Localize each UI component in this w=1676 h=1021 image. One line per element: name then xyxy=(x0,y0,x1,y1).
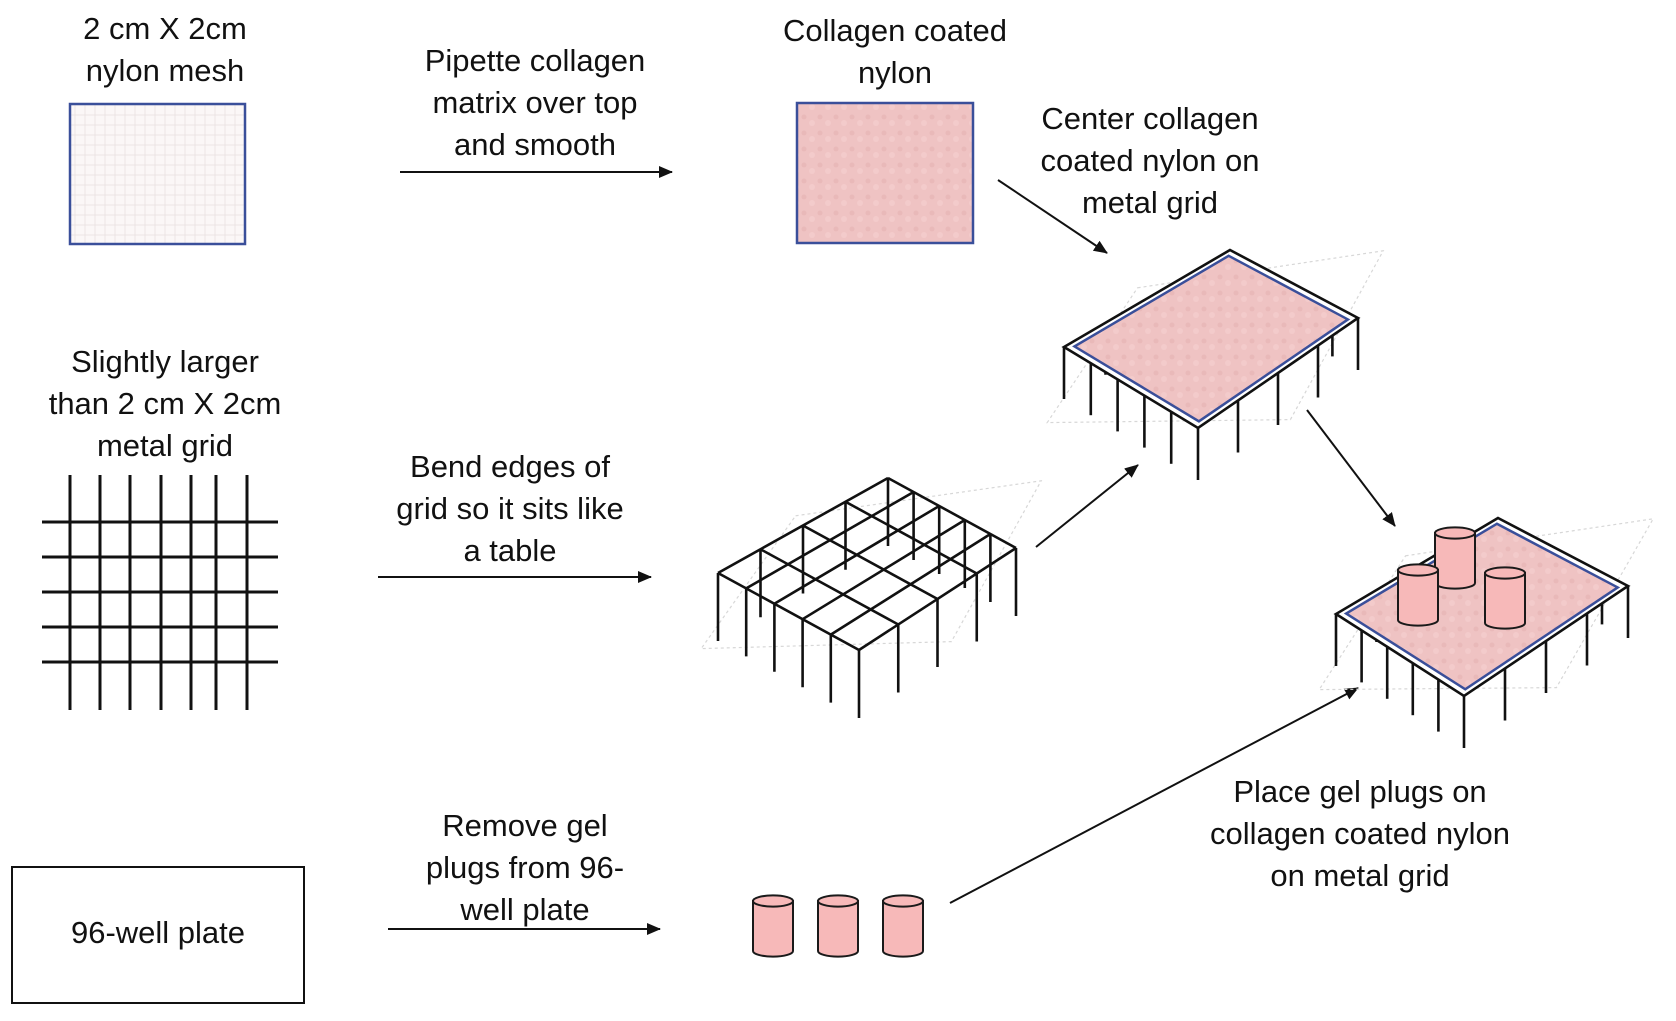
place-step-label: Place gel plugs on collagen coated nylon… xyxy=(1210,774,1510,893)
collagen-coated-label: Collagen coated nylon xyxy=(782,13,1008,90)
bent-grid-table xyxy=(700,476,1043,718)
center-step-label: Center collagen coated nylon on metal gr… xyxy=(1040,101,1260,220)
gel-plug-icon xyxy=(882,894,924,958)
nylon-mesh-square xyxy=(68,102,247,246)
gel-plug-icon xyxy=(817,894,859,958)
plugs-on-collagen-grid xyxy=(1318,516,1655,748)
bend-step-label: Bend edges of grid so it sits like a tab… xyxy=(396,449,624,568)
grid-bar xyxy=(759,548,899,626)
grid-bar xyxy=(717,571,860,652)
collagen-coated-nylon-square xyxy=(795,101,975,245)
nylon-mesh-label: 2 cm X 2cm nylon mesh xyxy=(83,11,247,88)
arrow-icon xyxy=(1035,464,1139,548)
collagen-sheet xyxy=(1343,522,1621,691)
collagen-on-grid xyxy=(1046,248,1385,480)
grid-bar xyxy=(844,500,978,575)
gel-plug-icon xyxy=(752,894,794,958)
arrow-icon xyxy=(1306,409,1396,527)
gel-plug-icon xyxy=(1397,563,1439,627)
collagen-sheet xyxy=(1072,254,1351,423)
gel-plugs-row xyxy=(752,894,924,958)
remove-step-label: Remove gel plugs from 96- well plate xyxy=(425,808,625,927)
metal-grid-label: Slightly larger than 2 cm X 2cm metal gr… xyxy=(48,344,282,463)
flat-metal-grid xyxy=(42,475,278,710)
grid-bar xyxy=(802,524,939,601)
gel-plug-icon xyxy=(1484,566,1526,630)
grid-bar xyxy=(887,476,1017,550)
well-plate-label: 96-well plate xyxy=(70,915,246,950)
well-plate-box: 96-well plate xyxy=(11,866,305,1004)
pipette-step-label: Pipette collagen matrix over top and smo… xyxy=(424,43,646,162)
arrow-icon xyxy=(997,179,1108,254)
gel-plug-icon xyxy=(1434,526,1476,590)
arrow-icon xyxy=(949,687,1359,904)
